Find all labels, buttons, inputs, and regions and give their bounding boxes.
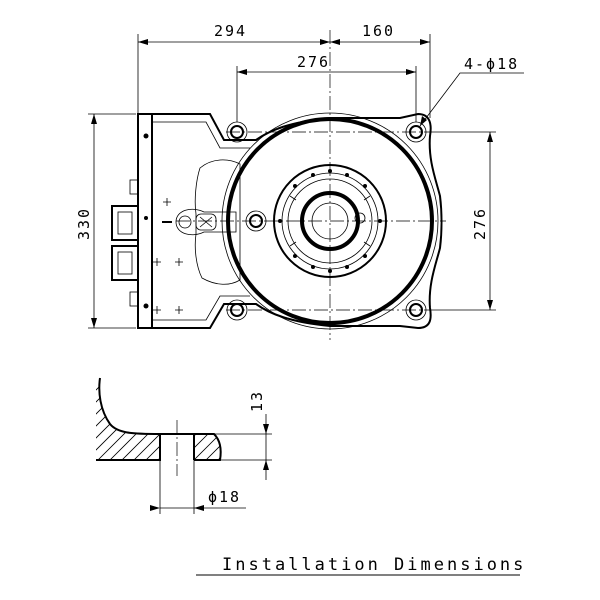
dim-holes-callout: 4-ϕ18 — [464, 55, 519, 73]
connector-lower — [111, 245, 139, 281]
cable-neck — [194, 159, 241, 285]
bore-walls — [159, 434, 195, 460]
dim-hole-span-side: 276 — [471, 207, 489, 240]
connector-pin-top — [129, 179, 139, 195]
tongue-hole-icon — [178, 215, 192, 229]
dim-counterbore-depth: 13 — [248, 390, 266, 412]
connector-plate — [137, 113, 153, 329]
sensor-hole-icon — [354, 212, 366, 224]
dim-right-width: 160 — [362, 22, 395, 40]
inner-flange-bottom — [152, 295, 250, 321]
dim-left-width: 294 — [214, 22, 247, 40]
marker-crosses — [153, 198, 183, 314]
inner-flange-top — [152, 121, 250, 149]
dim-height: 330 — [75, 207, 93, 240]
hatch-right — [194, 434, 221, 460]
base-plan-view — [111, 30, 446, 340]
cable-tongue — [175, 208, 237, 236]
section-profile-left — [96, 377, 161, 461]
connector-upper — [111, 205, 139, 241]
drawing-caption: Installation Dimensions — [222, 555, 526, 575]
connector-pin-bottom — [129, 291, 139, 307]
dimension-lines — [88, 34, 524, 329]
dim-hole-span-top: 276 — [297, 53, 330, 71]
bolt-circle — [278, 169, 382, 273]
tongue-slot — [195, 213, 217, 231]
dim-hole-diameter: ϕ18 — [208, 488, 241, 506]
hatch-left — [96, 378, 160, 460]
